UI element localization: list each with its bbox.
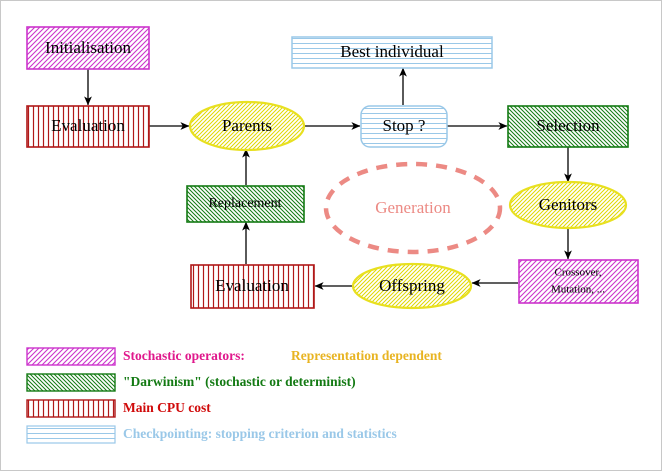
node-genitors[interactable]: Genitors xyxy=(508,180,628,230)
node-selection-label: Selection xyxy=(536,116,600,135)
legend-item-stochastic-operators: Stochastic operators: Representation dep… xyxy=(26,347,442,366)
node-stop[interactable]: Stop ? xyxy=(360,105,448,148)
legend-swatch-green-diagonal xyxy=(26,373,116,392)
legend: Stochastic operators: Representation dep… xyxy=(26,347,442,444)
node-generation: Generation xyxy=(323,161,503,255)
legend-item-main-cpu-cost: Main CPU cost xyxy=(26,399,211,418)
node-evaluation-bottom[interactable]: Evaluation xyxy=(190,264,315,309)
node-best-individual[interactable]: Best individual xyxy=(291,36,493,69)
node-parents[interactable]: Parents xyxy=(188,100,306,152)
legend-label-main-cpu-cost: Main CPU cost xyxy=(123,400,211,415)
legend-item-checkpointing: Checkpointing: stopping criterion and st… xyxy=(26,425,397,444)
node-crossover-mutation-label-line2: Mutation, ... xyxy=(551,284,605,296)
legend-swatch-blue-horizontal xyxy=(26,425,116,444)
legend-swatch-red-vertical xyxy=(26,399,116,418)
node-crossover-mutation[interactable]: Crossover, Mutation, ... xyxy=(518,259,639,304)
node-replacement-label: Replacement xyxy=(208,196,281,211)
node-genitors-label: Genitors xyxy=(539,195,598,214)
node-offspring[interactable]: Offspring xyxy=(351,262,473,310)
node-generation-label: Generation xyxy=(375,198,451,217)
node-selection[interactable]: Selection xyxy=(507,105,629,148)
node-crossover-mutation-label-line1: Crossover, xyxy=(555,267,602,279)
node-evaluation-bottom-label: Evaluation xyxy=(215,276,289,295)
edge-layer xyxy=(84,67,572,290)
legend-label-checkpointing: Checkpointing: stopping criterion and st… xyxy=(123,426,397,441)
node-parents-label: Parents xyxy=(222,116,272,135)
node-evaluation-top-label: Evaluation xyxy=(51,116,125,135)
node-offspring-label: Offspring xyxy=(379,276,445,295)
node-initialisation-label: Initialisation xyxy=(45,38,131,57)
legend-label-stochastic-operators: Stochastic operators: xyxy=(123,348,245,363)
legend-item-darwinism: "Darwinism" (stochastic or determinist) xyxy=(26,373,356,392)
node-stop-label: Stop ? xyxy=(383,116,426,135)
legend-label-darwinism: "Darwinism" (stochastic or determinist) xyxy=(123,374,356,389)
legend-swatch-magenta-diagonal xyxy=(26,347,116,366)
legend-label-representation-dependent: Representation dependent xyxy=(291,348,442,363)
node-replacement[interactable]: Replacement xyxy=(186,185,305,223)
node-initialisation[interactable]: Initialisation xyxy=(26,26,150,70)
node-evaluation-top[interactable]: Evaluation xyxy=(26,105,150,148)
node-best-individual-label: Best individual xyxy=(340,42,444,61)
